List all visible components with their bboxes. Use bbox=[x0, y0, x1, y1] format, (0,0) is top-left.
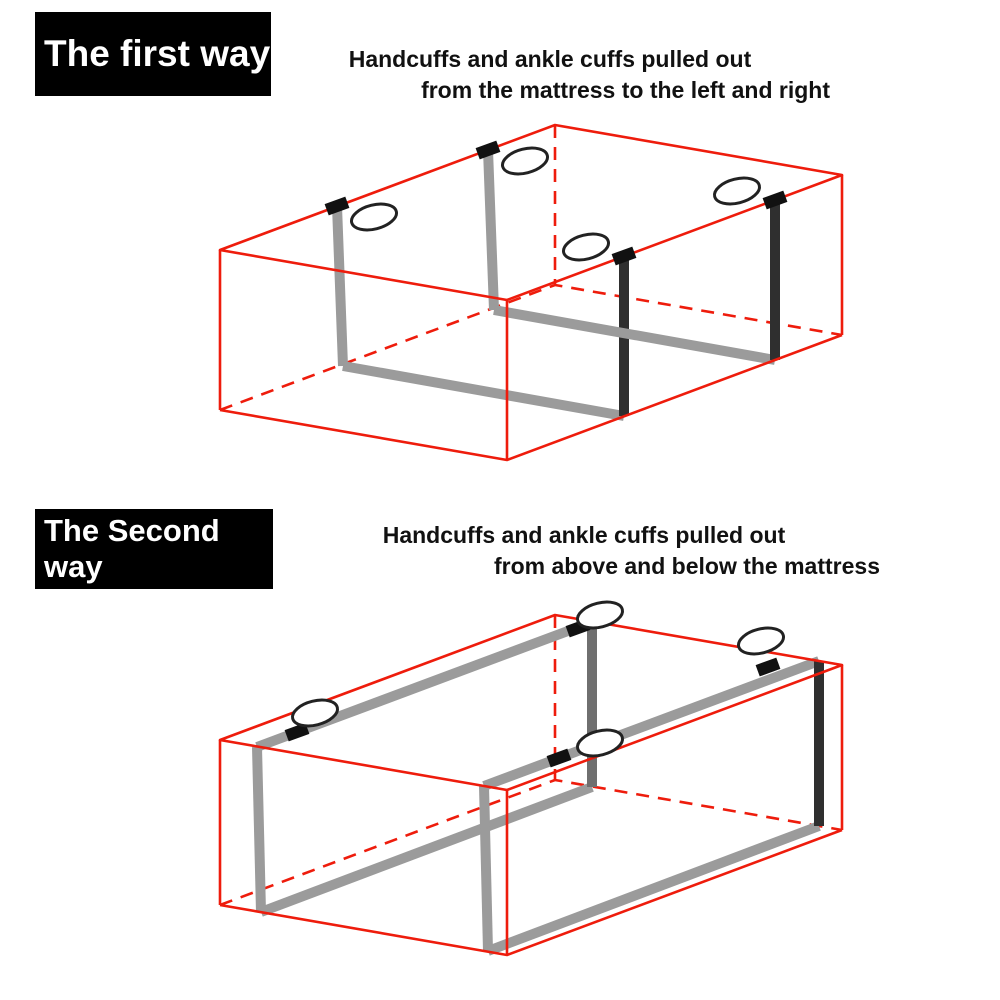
cuff-ring bbox=[575, 600, 625, 630]
strap-buckle bbox=[762, 190, 788, 210]
cuff-ring bbox=[290, 698, 340, 728]
strap-buckle bbox=[324, 196, 350, 216]
mattress-1-visible-edges bbox=[218, 123, 844, 462]
strap-band bbox=[252, 746, 266, 913]
strap-band bbox=[259, 782, 594, 917]
cuff-ring bbox=[500, 146, 550, 176]
cuff-ring bbox=[349, 202, 399, 232]
section-1-caption: Handcuffs and ankle cuffs pulled out fro… bbox=[270, 44, 830, 106]
strap-band bbox=[486, 821, 821, 956]
section-1-caption-line-1: Handcuffs and ankle cuffs pulled out bbox=[348, 46, 752, 72]
mattress-2-visible-edges bbox=[218, 613, 844, 957]
section-1-title: The first way bbox=[44, 33, 271, 74]
mattress-2-straps bbox=[252, 617, 824, 956]
strap-buckle bbox=[611, 246, 637, 266]
strap-band bbox=[482, 656, 821, 791]
section-2-title: The Second way bbox=[44, 513, 220, 584]
strap-band bbox=[479, 785, 493, 952]
mattress-1-straps bbox=[332, 149, 780, 421]
mattress-1-hidden-edges bbox=[219, 125, 843, 412]
section-2-caption: Handcuffs and ankle cuffs pulled out fro… bbox=[288, 520, 880, 582]
section-1-title-box: The first way bbox=[35, 12, 271, 96]
strap-buckle bbox=[475, 140, 501, 160]
cuff-ring bbox=[561, 232, 611, 262]
mattress-diagram-2 bbox=[218, 600, 844, 957]
strap-band bbox=[342, 361, 625, 421]
strap-buckle bbox=[546, 748, 572, 768]
cuff-ring bbox=[575, 728, 625, 758]
cuff-ring bbox=[712, 176, 762, 206]
strap-buckle bbox=[284, 722, 310, 742]
mattress-2-cuff-anchors bbox=[284, 600, 786, 768]
section-2-caption-line-1: Handcuffs and ankle cuffs pulled out bbox=[382, 522, 786, 548]
section-2-title-box: The Second way bbox=[35, 509, 273, 589]
strap-band bbox=[332, 205, 348, 367]
section-2-caption-line-2: from above and below the mattress bbox=[494, 553, 880, 579]
strap-buckle bbox=[755, 657, 781, 677]
mattress-2-hidden-edges bbox=[219, 615, 843, 907]
mattress-1-cuff-anchors bbox=[324, 140, 788, 266]
section-1-caption-line-2: from the mattress to the left and right bbox=[421, 77, 830, 103]
mattress-diagram-1 bbox=[218, 123, 844, 462]
strap-band bbox=[483, 149, 499, 311]
cuff-ring bbox=[736, 626, 786, 656]
strap-band bbox=[493, 305, 776, 365]
